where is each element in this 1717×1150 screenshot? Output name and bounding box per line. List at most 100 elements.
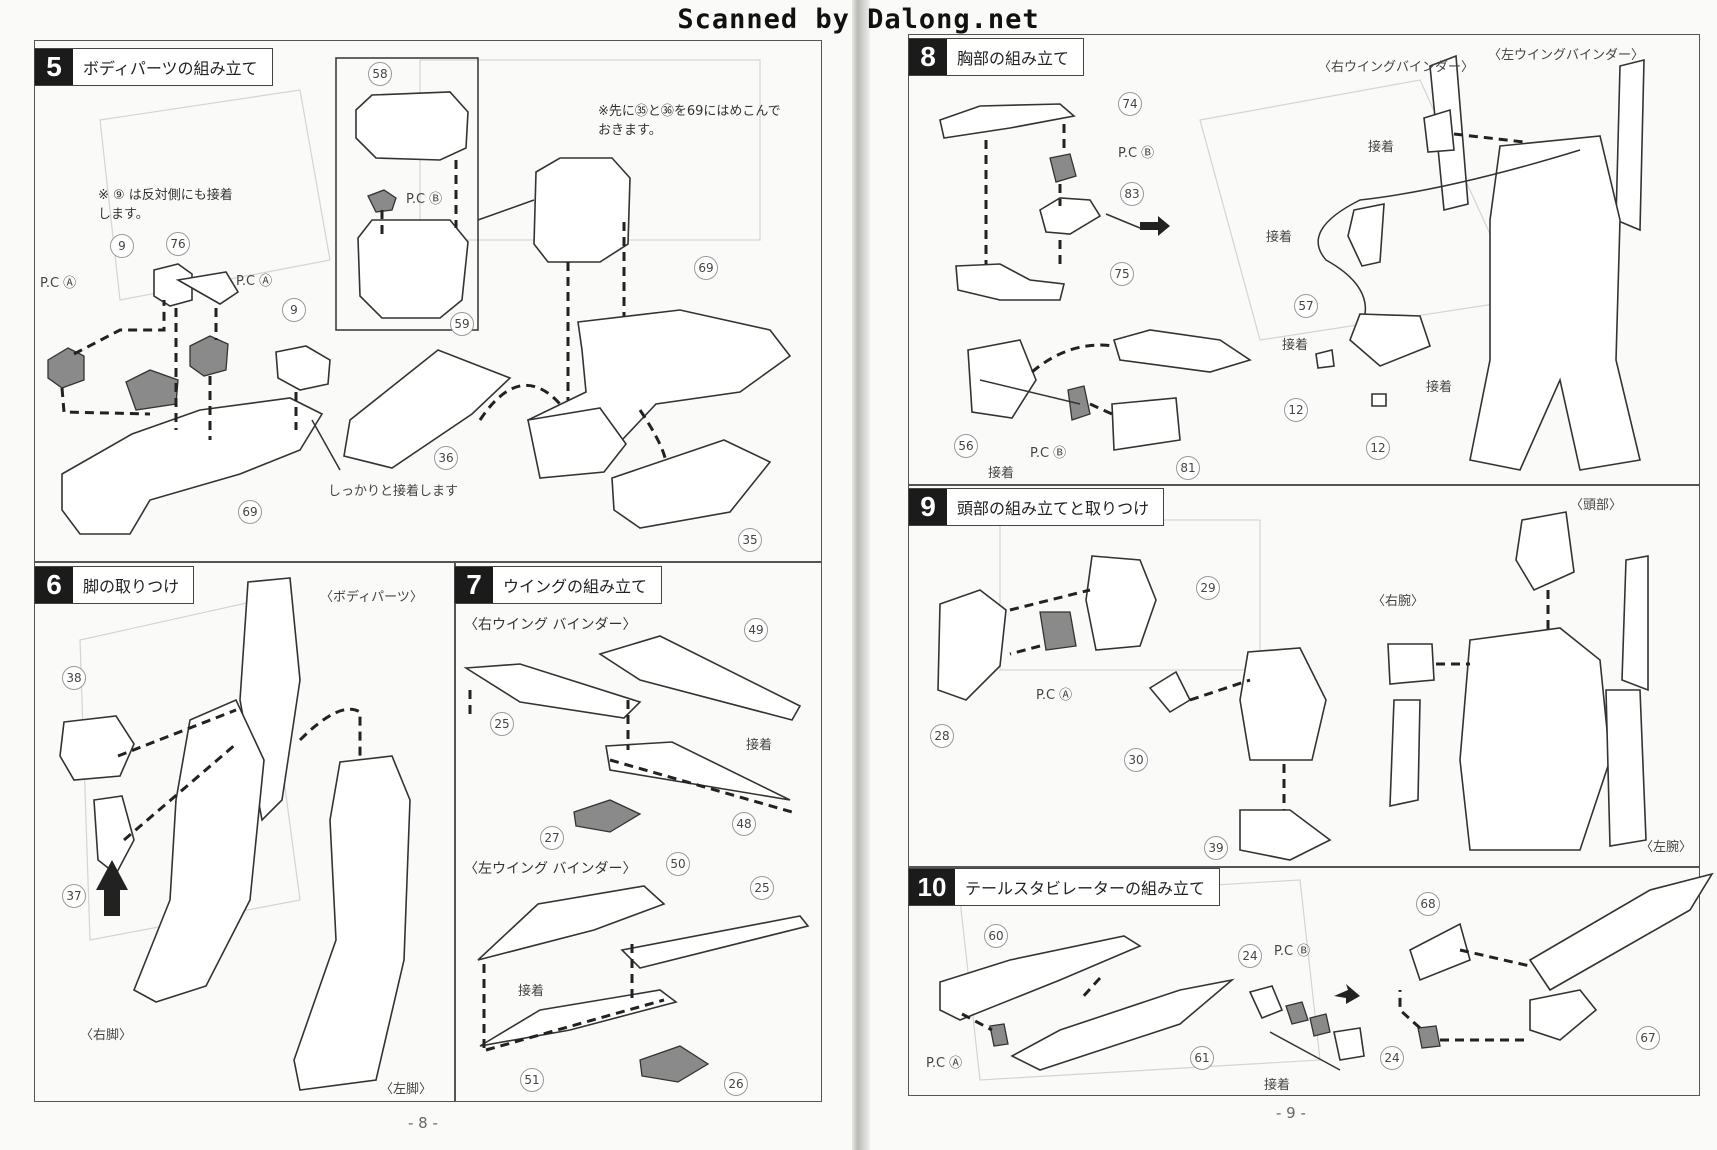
step5-artwork bbox=[47, 57, 792, 535]
step7-subhead-right-wing: 〈右ウイング バインダー〉 bbox=[464, 617, 637, 633]
step8-glue-4: 接着 bbox=[1426, 380, 1453, 395]
step8-title: 胸部の組み立て bbox=[957, 49, 1070, 68]
part-number: 25 bbox=[750, 876, 774, 900]
part-number: 29 bbox=[1196, 576, 1220, 600]
step5-label-pcb: P.C Ⓑ bbox=[406, 192, 443, 207]
page-number-right: - 9 - bbox=[1276, 1104, 1306, 1122]
part-number: 56 bbox=[954, 434, 978, 458]
part-number: 28 bbox=[930, 724, 954, 748]
step10-label-pcb: P.C Ⓑ bbox=[1274, 944, 1311, 959]
step10-number: 10 bbox=[909, 869, 955, 905]
step8-label-pcb-bottom: P.C Ⓑ bbox=[1030, 446, 1067, 461]
part-number: 39 bbox=[1204, 836, 1228, 860]
step5-note-prefit: ※先に㉟と㊱を69にはめこんで おきます。 bbox=[598, 104, 781, 138]
step7-title: ウイングの組み立て bbox=[503, 577, 648, 596]
part-number: 58 bbox=[368, 62, 392, 86]
step6-label-right-leg: 〈右脚〉 bbox=[80, 1028, 133, 1043]
step5-note-both-sides: ※ ⑨ は反対側にも接着 します。 bbox=[98, 188, 233, 222]
step9-title: 頭部の組み立てと取りつけ bbox=[957, 499, 1150, 518]
step10-glue: 接着 bbox=[1264, 1078, 1291, 1093]
step8-artwork bbox=[939, 54, 1645, 471]
step7-glue-2: 接着 bbox=[518, 984, 545, 999]
part-number: 35 bbox=[738, 528, 762, 552]
step8-glue-2: 接着 bbox=[1266, 230, 1293, 245]
part-number: 38 bbox=[62, 666, 86, 690]
book-gutter bbox=[852, 0, 870, 1150]
step7-glue-1: 接着 bbox=[746, 738, 773, 753]
panel-step-9 bbox=[908, 484, 1700, 868]
step6-title: 脚の取りつけ bbox=[83, 577, 180, 596]
step5-glue-note: しっかりと接着します bbox=[328, 484, 459, 499]
panel-step-7 bbox=[454, 562, 822, 1102]
part-number: 48 bbox=[732, 812, 756, 836]
step9-label-head: 〈頭部〉 bbox=[1570, 498, 1623, 513]
step8-glue-3: 接着 bbox=[1282, 338, 1309, 353]
step9-number: 9 bbox=[909, 489, 947, 525]
part-number: 83 bbox=[1120, 182, 1144, 206]
step5-label-pca-left: P.C Ⓐ bbox=[40, 276, 77, 291]
step8-number: 8 bbox=[909, 39, 947, 75]
step10-header: 10 テールスタビレーターの組み立て bbox=[908, 868, 1221, 906]
part-number: 81 bbox=[1176, 456, 1200, 480]
step9-label-left-arm: 〈左腕〉 bbox=[1640, 840, 1693, 855]
part-number: 50 bbox=[666, 852, 690, 876]
step5-title: ボディパーツの組み立て bbox=[83, 59, 258, 78]
step6-label-left-leg: 〈左脚〉 bbox=[380, 1082, 433, 1097]
step6-label-body: 〈ボディパーツ〉 bbox=[320, 590, 423, 605]
step8-label-left-wing: 〈左ウイングバインダー〉 bbox=[1488, 48, 1645, 63]
part-number: 49 bbox=[744, 618, 768, 642]
step8-header: 8 胸部の組み立て bbox=[908, 38, 1085, 76]
part-number: 69 bbox=[238, 500, 262, 524]
step5-header: 5 ボディパーツの組み立て bbox=[34, 48, 273, 86]
panel-step-6 bbox=[34, 562, 456, 1102]
part-number: 36 bbox=[434, 446, 458, 470]
step7-artwork bbox=[463, 635, 810, 1083]
part-number: 12 bbox=[1366, 436, 1390, 460]
step8-glue-5: 接着 bbox=[988, 466, 1015, 481]
step7-subhead-left-wing: 〈左ウイング バインダー〉 bbox=[464, 861, 637, 877]
step10-label-pca: P.C Ⓐ bbox=[926, 1056, 963, 1071]
step9-header: 9 頭部の組み立てと取りつけ bbox=[908, 488, 1165, 526]
part-number: 24 bbox=[1238, 944, 1262, 968]
step6-header: 6 脚の取りつけ bbox=[34, 566, 195, 604]
part-number: 24 bbox=[1380, 1046, 1404, 1070]
part-number: 9 bbox=[110, 234, 134, 258]
step7-number: 7 bbox=[455, 567, 493, 603]
step10-artwork bbox=[939, 872, 1714, 1071]
step8-label-right-wing: 〈右ウイングバインダー〉 bbox=[1318, 60, 1475, 75]
panel-step-10 bbox=[908, 866, 1700, 1096]
step10-title: テールスタビレーターの組み立て bbox=[965, 879, 1206, 898]
part-number: 59 bbox=[450, 312, 474, 336]
part-number: 60 bbox=[984, 924, 1008, 948]
part-number: 68 bbox=[1416, 892, 1440, 916]
step6-artwork bbox=[59, 577, 411, 1091]
part-number: 9 bbox=[282, 298, 306, 322]
page-number-left: - 8 - bbox=[408, 1114, 438, 1132]
part-number: 51 bbox=[520, 1068, 544, 1092]
part-number: 69 bbox=[694, 256, 718, 280]
step7-header: 7 ウイングの組み立て bbox=[454, 566, 663, 604]
panel-step-5 bbox=[34, 40, 822, 562]
part-number: 74 bbox=[1118, 92, 1142, 116]
scan-watermark: Scanned by Dalong.net bbox=[677, 4, 1040, 35]
part-number: 57 bbox=[1294, 294, 1318, 318]
step5-label-pca-right: P.C Ⓐ bbox=[236, 274, 273, 289]
step5-number: 5 bbox=[35, 49, 73, 85]
part-number: 37 bbox=[62, 884, 86, 908]
step9-label-pca: P.C Ⓐ bbox=[1036, 688, 1073, 703]
part-number: 26 bbox=[724, 1072, 748, 1096]
part-number: 75 bbox=[1110, 262, 1134, 286]
step8-label-pcb-top: P.C Ⓑ bbox=[1118, 146, 1155, 161]
panel-step-8 bbox=[908, 34, 1700, 486]
step6-number: 6 bbox=[35, 567, 73, 603]
part-number: 25 bbox=[490, 712, 514, 736]
part-number: 67 bbox=[1636, 1026, 1660, 1050]
step8-glue-1: 接着 bbox=[1368, 140, 1395, 155]
part-number: 61 bbox=[1190, 1046, 1214, 1070]
part-number: 30 bbox=[1124, 748, 1148, 772]
part-number: 12 bbox=[1284, 398, 1308, 422]
part-number: 27 bbox=[540, 826, 564, 850]
part-number: 76 bbox=[166, 232, 190, 256]
step9-artwork bbox=[937, 511, 1649, 861]
